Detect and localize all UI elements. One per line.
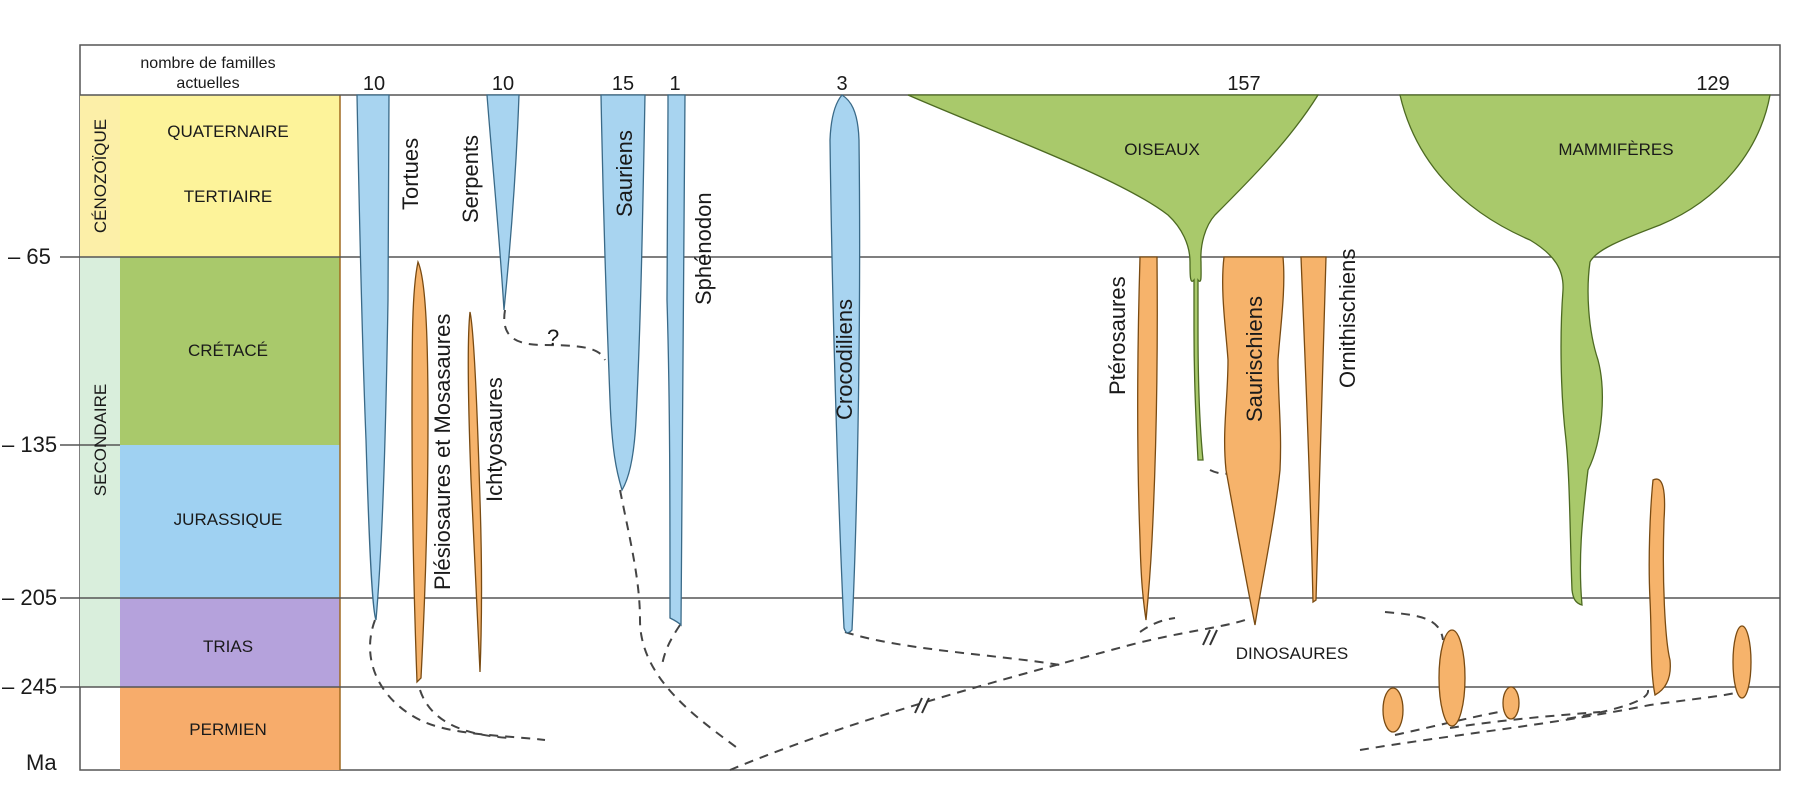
synapsid-blob-1: [1382, 687, 1404, 733]
taxon-pterosaures-label: Ptérosaures: [1105, 276, 1130, 395]
taxon-tortues-label: Tortues: [398, 138, 423, 210]
lineage-sphenodon: [666, 94, 686, 627]
period-label-quaternaire: QUATERNAIRE: [167, 122, 289, 141]
tick-label-205: – 205: [2, 585, 57, 610]
taxon-oiseaux-label: OISEAUX: [1124, 140, 1200, 159]
taxon-crocodiliens-label: Crocodiliens: [832, 299, 857, 420]
lineage-ichtyosaures: [467, 311, 483, 673]
blue-lineages: [356, 94, 861, 634]
lineage-plesiosaures: [411, 259, 429, 684]
lineage-ornithischiens: [1300, 256, 1327, 604]
taxon-ornithischiens-label: Ornithischiens: [1335, 249, 1360, 388]
families-title-line2: actuelles: [176, 75, 239, 92]
count-sphenodon: 1: [669, 73, 680, 95]
count-crocodiliens: 3: [836, 73, 847, 95]
era-secondaire-band: [80, 257, 120, 687]
era-cenozoic-band: [80, 95, 120, 257]
taxon-serpents-label: Serpents: [458, 135, 483, 223]
taxon-mammiferes-label: MAMMIFÈRES: [1558, 140, 1673, 159]
clade-oiseaux: [907, 94, 1320, 461]
count-mammiferes: 129: [1696, 73, 1729, 95]
taxon-saurischiens-label: Saurischiens: [1242, 296, 1267, 422]
period-trias-band: [120, 598, 340, 687]
families-title-line1: nombre de familles: [140, 55, 275, 72]
count-sauriens: 15: [612, 73, 634, 95]
period-label-tertiaire: TERTIAIRE: [184, 187, 272, 206]
synapsid-blob-3: [1502, 686, 1520, 720]
ancestry-lines: [369, 309, 1746, 771]
tick-label-245: – 245: [2, 674, 57, 699]
taxon-sauriens-label: Sauriens: [612, 130, 637, 217]
count-serpents: 10: [492, 73, 514, 95]
period-jurassique-band: [120, 445, 340, 598]
period-label-jurassique: JURASSIQUE: [174, 510, 283, 529]
clade-mammiferes: [1399, 94, 1771, 606]
era-label-secondaire: SECONDAIRE: [91, 384, 110, 496]
green-clades: [907, 94, 1771, 606]
dinosaur-break-marks: [914, 629, 1218, 714]
period-label-permien: PERMIEN: [189, 720, 266, 739]
synapsid-stem: [1648, 478, 1671, 697]
synapsid-blob-4: [1732, 625, 1752, 699]
tick-label-65: – 65: [8, 244, 51, 269]
taxon-sphenodon-label: Sphénodon: [691, 192, 716, 305]
count-oiseaux: 157: [1227, 73, 1260, 95]
era-label-cenozoic: CÉNOZOÏQUE: [91, 119, 110, 233]
axis-unit: Ma: [26, 750, 57, 775]
tick-label-135: – 135: [2, 432, 57, 457]
orange-lineages: [411, 256, 1752, 733]
lineage-tortues: [356, 94, 390, 621]
period-quaternaire-tertiaire-band: [120, 95, 340, 257]
lineage-serpents: [486, 94, 520, 311]
synapsid-blob-2: [1438, 629, 1466, 727]
taxon-dinosaures-label: DINOSAURES: [1236, 644, 1348, 663]
lineage-crocodiliens: [829, 94, 861, 634]
lineage-sauriens: [600, 94, 646, 492]
uncertain-mark: ?: [547, 325, 559, 350]
count-tortues: 10: [363, 73, 385, 95]
period-label-cretace: CRÉTACÉ: [188, 341, 268, 360]
period-permien-band: [120, 687, 340, 770]
period-label-trias: TRIAS: [203, 637, 253, 656]
lineage-pterosaures: [1137, 256, 1158, 621]
taxon-plesiosaures-label: Plésiosaures et Mosasaures: [430, 314, 455, 590]
lineage-saurischiens: [1222, 256, 1285, 626]
period-cretace-band: [120, 257, 340, 445]
taxon-ichtyosaures-label: Ichtyosaures: [482, 377, 507, 502]
